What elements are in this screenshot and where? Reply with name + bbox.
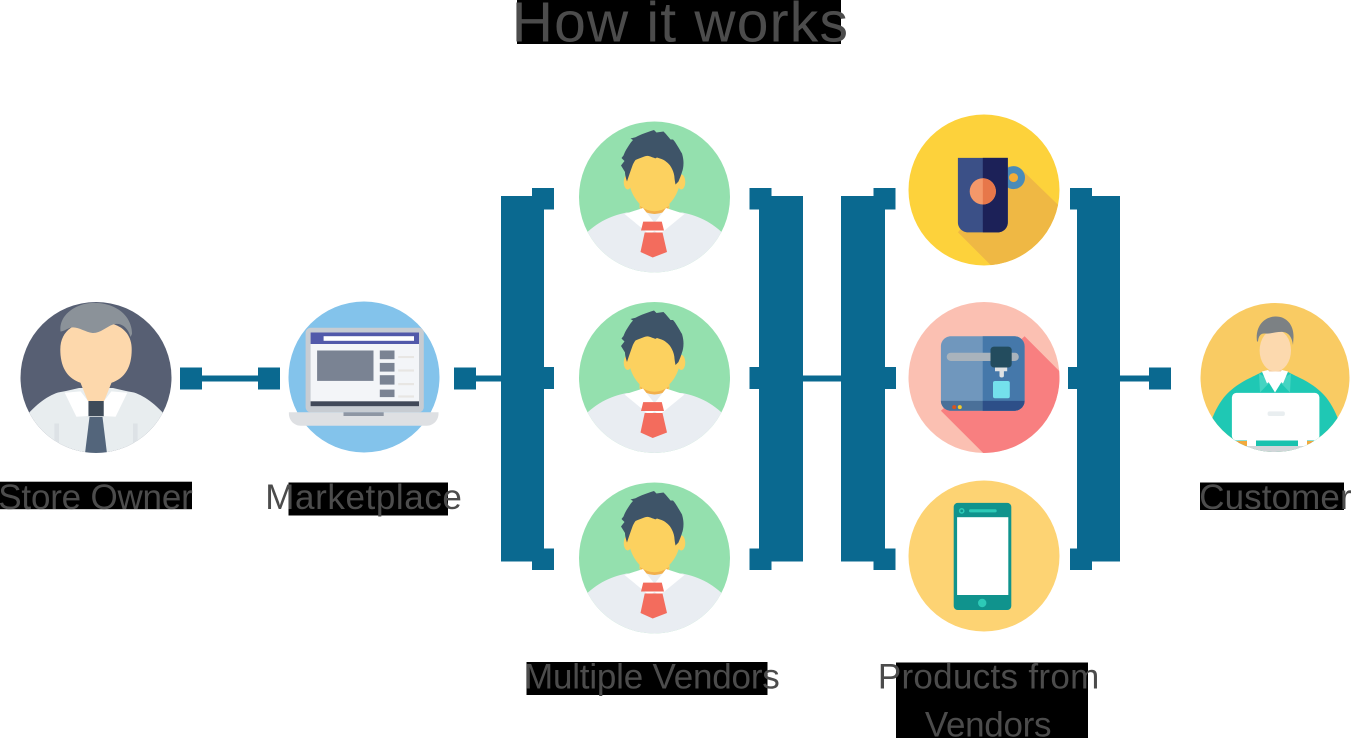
svg-text:Products from: Products from (878, 658, 1100, 697)
svg-text:Customer: Customer (1199, 478, 1351, 517)
svg-text:How it works: How it works (512, 0, 849, 55)
svg-text:Multiple Vendors: Multiple Vendors (524, 658, 780, 697)
svg-text:Marketplace: Marketplace (265, 478, 462, 517)
svg-text:Store Owner: Store Owner (0, 478, 193, 517)
svg-text:Vendors: Vendors (925, 705, 1051, 738)
